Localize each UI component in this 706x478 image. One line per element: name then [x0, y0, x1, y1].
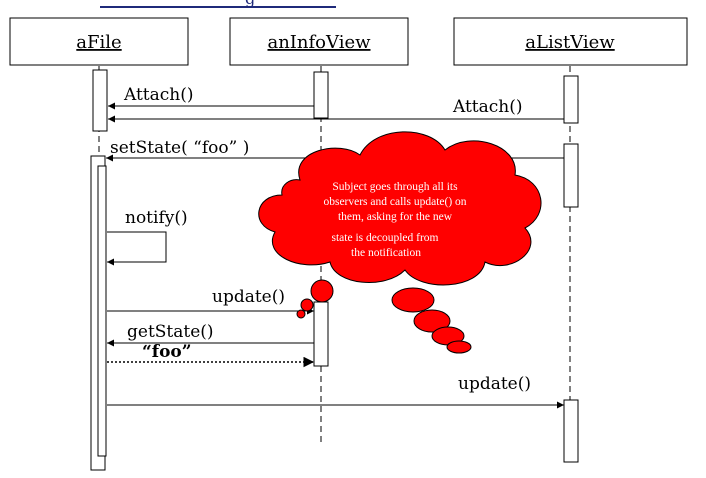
note-line-5: the notification [351, 247, 421, 259]
thought-bubble-1 [310, 279, 334, 303]
activation-alistview-1 [563, 75, 579, 124]
activation-afile-1 [92, 69, 108, 132]
note-line-3: them, asking for the new [338, 211, 453, 223]
activation-afile-nested [97, 165, 107, 457]
thought-bubble-7 [446, 340, 472, 354]
msg-foo-return: “foo” [142, 342, 192, 362]
msg-notify: notify() [125, 208, 188, 228]
cloud-shape [258, 131, 542, 286]
object-box-aninfoview[interactable] [229, 17, 409, 66]
thought-bubble-5 [413, 309, 451, 333]
thought-bubble-3 [296, 309, 306, 319]
msg-attach-info: Attach() [123, 85, 194, 105]
activation-alistview-3 [563, 399, 579, 463]
note-line-4: state is decoupled from [332, 232, 439, 244]
thought-cloud [258, 131, 542, 354]
object-label-afile: aFile [76, 32, 121, 53]
thought-bubble-4 [391, 287, 435, 313]
note-line-2: observers and calls update() on [323, 196, 466, 208]
activation-aninfoview-1 [313, 71, 329, 119]
thought-bubble-2 [300, 298, 314, 312]
object-box-afile[interactable] [9, 17, 189, 66]
msg-setstate: setState( “foo” ) [110, 138, 249, 158]
activation-aninfoview-2 [313, 301, 329, 367]
note-line-1: Subject goes through all its [332, 181, 458, 193]
arrow-notify [107, 231, 167, 266]
object-box-alistview[interactable] [453, 17, 688, 66]
msg-attach-list: Attach() [452, 97, 523, 117]
activation-alistview-2 [563, 143, 579, 208]
header-fragment: g [245, 0, 255, 8]
header-bar-bg [40, 0, 336, 7]
msg-getstate: getState() [127, 322, 214, 342]
msg-update-list: update() [458, 374, 531, 394]
msg-update-info: update() [212, 287, 285, 307]
object-label-alistview: aListView [525, 32, 615, 53]
object-label-aninfoview: anInfoView [267, 32, 371, 53]
